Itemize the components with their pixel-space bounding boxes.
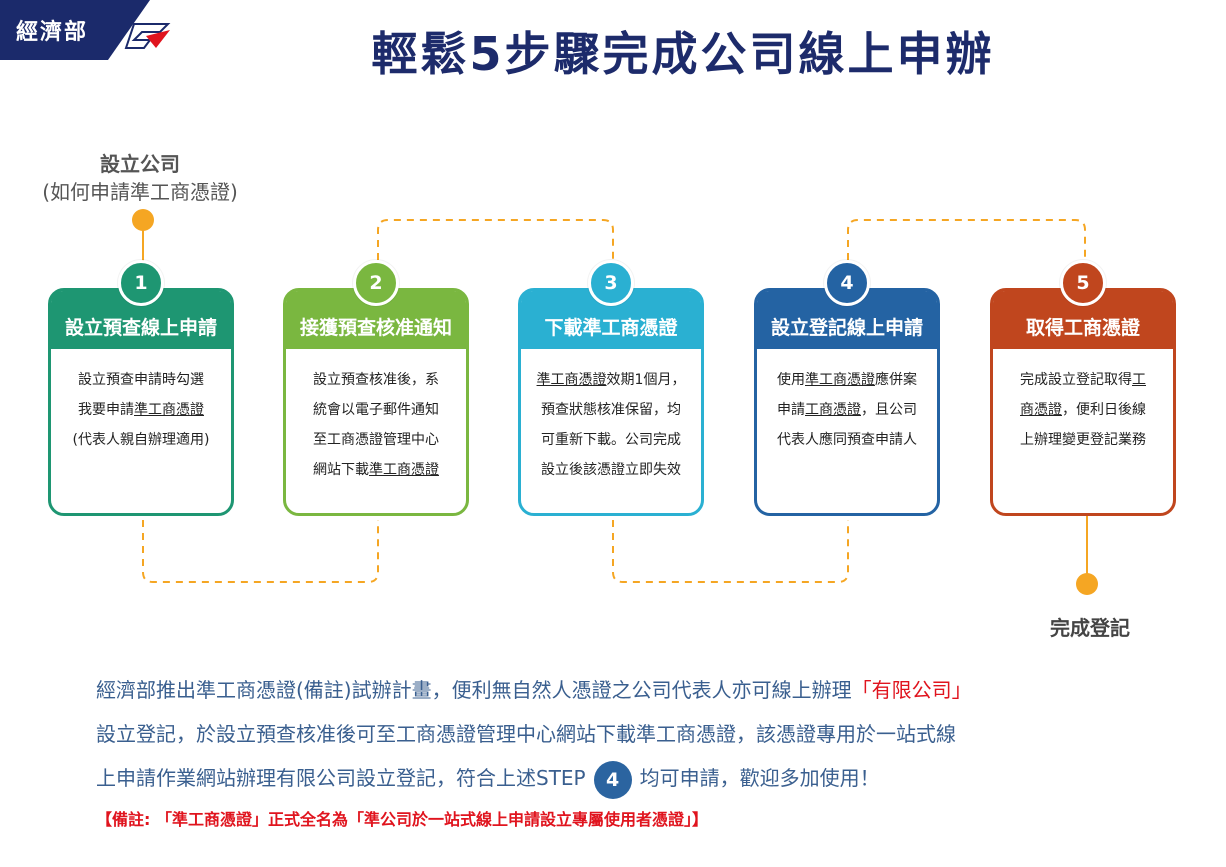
step-description-line: 準工商憑證效期1個月， bbox=[531, 365, 691, 395]
step-description-line: 申請工商憑證，且公司 bbox=[767, 395, 927, 425]
connector-2-3 bbox=[377, 219, 614, 260]
text-segment: 上辦理變更登記業務 bbox=[1020, 432, 1146, 448]
step-description-line: 設立後該憑證立即失效 bbox=[531, 455, 691, 485]
step-title: 下載準工商憑證 bbox=[521, 291, 701, 349]
description-highlight: 「有限公司」 bbox=[851, 678, 972, 702]
underlined-term: 準工商憑證 bbox=[369, 462, 439, 478]
text-segment: 完成設立登記取得 bbox=[1020, 372, 1132, 388]
underlined-term: 準工商憑證 bbox=[805, 372, 875, 388]
step-description-line: 上辦理變更登記業務 bbox=[1003, 425, 1163, 455]
end-dot bbox=[1076, 573, 1098, 595]
text-segment: 統會以電子郵件通知 bbox=[313, 402, 439, 418]
text-segment: 預查狀態核准保留，均 bbox=[541, 402, 681, 418]
page-title: 輕鬆5步驟完成公司線上申辦 bbox=[371, 27, 995, 81]
description-line-1: 經濟部推出準工商憑證(備註)試辦計畫，便利無自然人憑證之公司代表人亦可線上辦理「… bbox=[96, 668, 1156, 712]
text-segment: 至工商憑證管理中心 bbox=[313, 432, 439, 448]
text-segment: 可重新下載。公司完成 bbox=[541, 432, 681, 448]
underlined-term: 準工商憑證 bbox=[536, 372, 607, 388]
description-line-1-text: 經濟部推出準工商憑證(備註)試辦計畫，便利無自然人憑證之公司代表人亦可線上辦理 bbox=[96, 678, 852, 702]
text-segment: 效期1個月， bbox=[606, 372, 686, 388]
description-line-3-end: 均可申請，歡迎多加使用！ bbox=[639, 766, 880, 790]
step-description-line: (代表人親自辦理適用) bbox=[61, 425, 221, 455]
text-segment: 申請 bbox=[777, 402, 805, 418]
start-dot bbox=[132, 209, 154, 231]
step-card-1: 設立預查線上申請設立預查申請時勾選我要申請準工商憑證(代表人親自辦理適用) bbox=[48, 288, 234, 516]
moea-logo-icon bbox=[124, 23, 171, 49]
step-description-line: 我要申請準工商憑證 bbox=[61, 395, 221, 425]
step-card-5: 取得工商憑證完成設立登記取得工商憑證，便利日後線上辦理變更登記業務 bbox=[990, 288, 1176, 516]
text-segment: 代表人應同預查申請人 bbox=[777, 432, 917, 448]
connector-4-5 bbox=[847, 219, 1086, 260]
step-card-2: 接獲預查核准通知設立預查核准後，系統會以電子郵件通知至工商憑證管理中心網站下載準… bbox=[283, 288, 469, 516]
step-description-line: 使用準工商憑證應併案 bbox=[767, 365, 927, 395]
step-4-badge-icon: 4 bbox=[593, 760, 632, 799]
text-segment: ，且公司 bbox=[861, 402, 917, 418]
underlined-term: 準工商憑證 bbox=[134, 402, 204, 418]
description-line-3: 上申請作業網站辦理有限公司設立登記，符合上述STEP 4 均可申請，歡迎多加使用！ bbox=[96, 756, 1156, 800]
start-label: 設立公司 (如何申請準工商憑證) bbox=[20, 150, 260, 206]
connector-1-2 bbox=[142, 520, 379, 583]
step-description: 完成設立登記取得工商憑證，便利日後線上辦理變更登記業務 bbox=[993, 349, 1173, 455]
step-number-badge: 2 bbox=[353, 260, 399, 306]
underlined-term: 工 bbox=[1132, 372, 1146, 388]
text-segment: 設立後該憑證立即失效 bbox=[541, 462, 681, 478]
step-description-line: 設立預查核准後，系 bbox=[296, 365, 456, 395]
step-description-line: 設立預查申請時勾選 bbox=[61, 365, 221, 395]
step-number-badge: 1 bbox=[118, 260, 164, 306]
start-label-subtitle: (如何申請準工商憑證) bbox=[42, 180, 238, 204]
step-number-badge: 5 bbox=[1060, 260, 1106, 306]
step-description-line: 統會以電子郵件通知 bbox=[296, 395, 456, 425]
footnote: 【備註: 「準工商憑證」正式全名為「準公司於一站式線上申請設立專屬使用者憑證」】 bbox=[96, 810, 708, 829]
step-number-badge: 4 bbox=[824, 260, 870, 306]
text-segment: 我要申請 bbox=[78, 402, 134, 418]
step-card-3: 下載準工商憑證準工商憑證效期1個月， 預查狀態核准保留，均可重新下載。公司完成設立… bbox=[518, 288, 704, 516]
step-description: 設立預查申請時勾選我要申請準工商憑證(代表人親自辦理適用) bbox=[51, 349, 231, 455]
logo-text: 經濟部 bbox=[16, 20, 89, 45]
description-line-3-text: 上申請作業網站辦理有限公司設立登記，符合上述STEP bbox=[96, 766, 586, 790]
step-description-line: 至工商憑證管理中心 bbox=[296, 425, 456, 455]
step-description-line: 完成設立登記取得工 bbox=[1003, 365, 1163, 395]
step-description: 設立預查核准後，系統會以電子郵件通知至工商憑證管理中心網站下載準工商憑證 bbox=[286, 349, 466, 485]
description: 經濟部推出準工商憑證(備註)試辦計畫，便利無自然人憑證之公司代表人亦可線上辦理「… bbox=[96, 668, 1156, 800]
step-description: 準工商憑證效期1個月， 預查狀態核准保留，均可重新下載。公司完成設立後該憑證立即失… bbox=[521, 349, 701, 485]
text-segment: 使用 bbox=[777, 372, 805, 388]
connector-3-4 bbox=[612, 520, 849, 583]
underlined-term: 工商憑證 bbox=[805, 402, 861, 418]
text-segment: 設立預查核准後，系 bbox=[313, 372, 439, 388]
step-description-line: 代表人應同預查申請人 bbox=[767, 425, 927, 455]
text-segment: 設立預查申請時勾選 bbox=[78, 372, 204, 388]
underlined-term: 商憑證 bbox=[1020, 402, 1062, 418]
start-label-title: 設立公司 bbox=[100, 152, 180, 176]
step-card-4: 設立登記線上申請使用準工商憑證應併案申請工商憑證，且公司代表人應同預查申請人 bbox=[754, 288, 940, 516]
text-segment: (代表人親自辦理適用) bbox=[72, 432, 210, 448]
description-line-2: 設立登記，於設立預查核准後可至工商憑證管理中心網站下載準工商憑證，該憑證專用於一… bbox=[96, 722, 956, 746]
step-description-line: 商憑證，便利日後線 bbox=[1003, 395, 1163, 425]
text-segment: 應併案 bbox=[875, 372, 917, 388]
step-description-line: 預查狀態核准保留，均 bbox=[531, 395, 691, 425]
end-label: 完成登記 bbox=[1050, 616, 1130, 640]
text-segment: ，便利日後線 bbox=[1062, 402, 1146, 418]
text-segment: 網站下載 bbox=[313, 462, 369, 478]
step-description-line: 可重新下載。公司完成 bbox=[531, 425, 691, 455]
step-description: 使用準工商憑證應併案申請工商憑證，且公司代表人應同預查申請人 bbox=[757, 349, 937, 455]
step-description-line: 網站下載準工商憑證 bbox=[296, 455, 456, 485]
step-number-badge: 3 bbox=[588, 260, 634, 306]
